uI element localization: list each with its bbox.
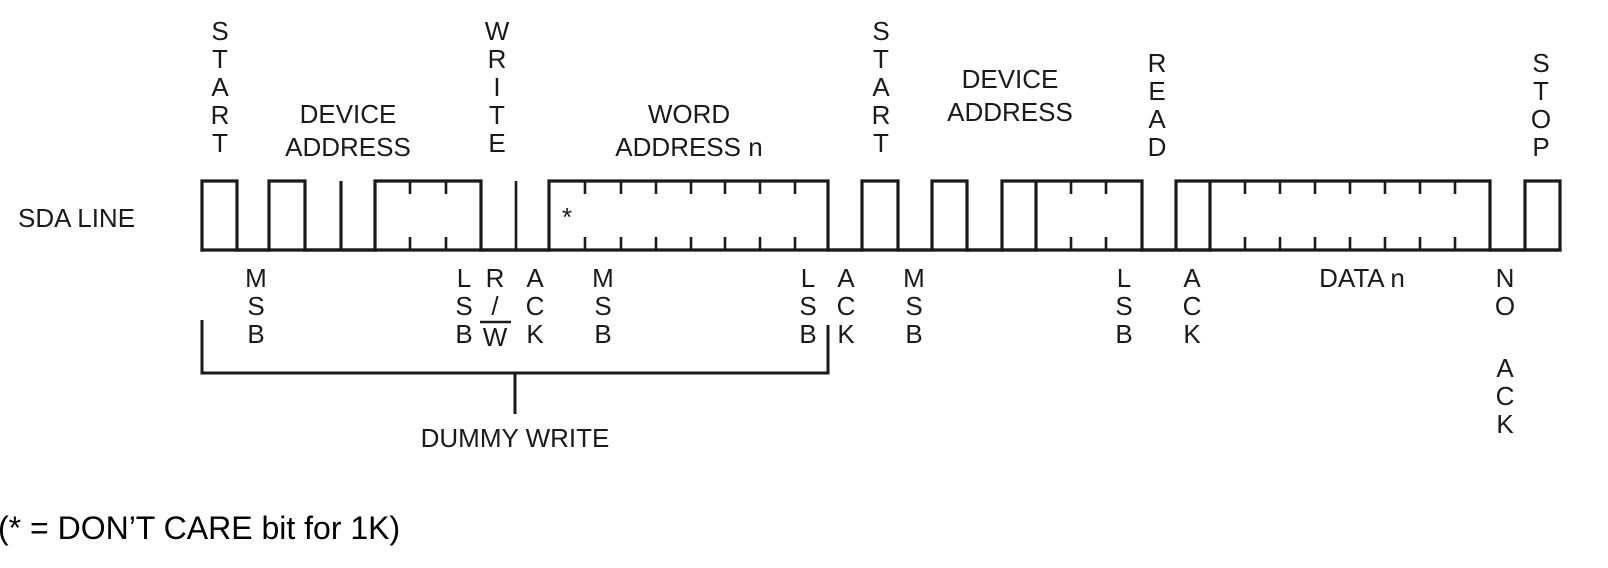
msb-label-2-char: M	[592, 263, 614, 293]
start-label-1-char: R	[211, 100, 230, 130]
no-label-char: N	[1496, 263, 1515, 293]
device-address-1-line1: DEVICE	[300, 99, 397, 129]
start-label-1-char: T	[212, 44, 228, 74]
ack-label-3-char: K	[1183, 319, 1201, 349]
ack-label-1-char: K	[526, 319, 544, 349]
dont-care-asterisk: *	[562, 202, 572, 232]
word-address-line2: ADDRESS n	[615, 132, 762, 162]
rw-w: W	[483, 322, 508, 352]
write-label: WRITE	[485, 16, 510, 158]
read-label-char: E	[1148, 76, 1165, 106]
start-label-1-char: T	[212, 128, 228, 158]
start-label-1-char: S	[211, 16, 228, 46]
lsb-label-2-char: B	[799, 319, 816, 349]
lsb-label-1-char: B	[455, 319, 472, 349]
sda-line-label: SDA LINE	[18, 203, 135, 233]
sda-waveform	[200, 179, 1562, 252]
bit-ticks	[408, 181, 1457, 250]
ack-label-2: ACK	[837, 263, 856, 349]
start-label-2-char: R	[872, 100, 891, 130]
ack-label-2-char: K	[837, 319, 855, 349]
ack-label-2-char: C	[837, 291, 856, 321]
write-label-char: T	[489, 100, 505, 130]
no-label: NO	[1495, 263, 1515, 321]
lsb-label-1-char: L	[457, 263, 471, 293]
word-address-line1: WORD	[648, 99, 730, 129]
lsb-label-1: LSB	[455, 263, 472, 349]
msb-label-2-char: B	[594, 319, 611, 349]
no-ack-label-char: A	[1496, 353, 1514, 383]
lsb-label-2-char: L	[801, 263, 815, 293]
lsb-label-3-char: B	[1115, 319, 1132, 349]
ack-label-3: ACK	[1183, 263, 1202, 349]
write-label-char: W	[485, 16, 510, 46]
lsb-label-2-char: S	[799, 291, 816, 321]
msb-label-2: MSB	[592, 263, 614, 349]
read-label-char: A	[1148, 104, 1166, 134]
msb-label-1-char: B	[247, 319, 264, 349]
dummy-write-label: DUMMY WRITE	[421, 423, 610, 453]
device-address-1-line2: ADDRESS	[285, 132, 411, 162]
start-label-1-char: A	[211, 72, 229, 102]
ack-label-3-char: C	[1183, 291, 1202, 321]
stop-label-char: T	[1533, 76, 1549, 106]
write-label-char: E	[488, 128, 505, 158]
read-label-char: D	[1148, 132, 1167, 162]
stop-label-char: O	[1531, 104, 1551, 134]
lsb-label-2: LSB	[799, 263, 816, 349]
lsb-label-1-char: S	[455, 291, 472, 321]
msb-label-3-char: B	[905, 319, 922, 349]
ack-label-3-char: A	[1183, 263, 1201, 293]
rw-slash: /	[491, 291, 499, 321]
stop-label-char: P	[1532, 132, 1549, 162]
no-ack-label: ACK	[1496, 353, 1515, 439]
msb-label-3-char: M	[903, 263, 925, 293]
stop-label-char: S	[1532, 48, 1549, 78]
msb-label-2-char: S	[594, 291, 611, 321]
write-label-char: R	[488, 44, 507, 74]
ack-label-1-char: C	[526, 291, 545, 321]
device-address-2-line2: ADDRESS	[947, 97, 1073, 127]
no-label-char: O	[1495, 291, 1515, 321]
lsb-label-3-char: S	[1115, 291, 1132, 321]
rw-label: R / W	[480, 263, 511, 352]
no-ack-label-char: K	[1496, 409, 1514, 439]
ack-label-1-char: A	[526, 263, 544, 293]
data-n-label: DATA n	[1319, 263, 1405, 293]
lsb-label-3-char: L	[1117, 263, 1131, 293]
write-label-char: I	[493, 72, 500, 102]
lsb-label-3: LSB	[1115, 263, 1132, 349]
ack-label-1: ACK	[526, 263, 545, 349]
start-label-2-char: T	[873, 44, 889, 74]
start-label-2-char: A	[872, 72, 890, 102]
no-ack-label-char: C	[1496, 381, 1515, 411]
msb-label-1-char: M	[245, 263, 267, 293]
device-address-2-line1: DEVICE	[962, 64, 1059, 94]
start-label-2-char: T	[873, 128, 889, 158]
read-label-char: R	[1148, 48, 1167, 78]
msb-label-1-char: S	[247, 291, 264, 321]
rw-r: R	[486, 263, 505, 293]
start-label-2-char: S	[872, 16, 889, 46]
dummy-write-bracket	[200, 320, 830, 375]
ack-label-2-char: A	[837, 263, 855, 293]
footnote: (* = DON’T CARE bit for 1K)	[0, 510, 400, 546]
msb-label-3-char: S	[905, 291, 922, 321]
msb-label-1: MSB	[245, 263, 267, 349]
msb-label-3: MSB	[903, 263, 925, 349]
